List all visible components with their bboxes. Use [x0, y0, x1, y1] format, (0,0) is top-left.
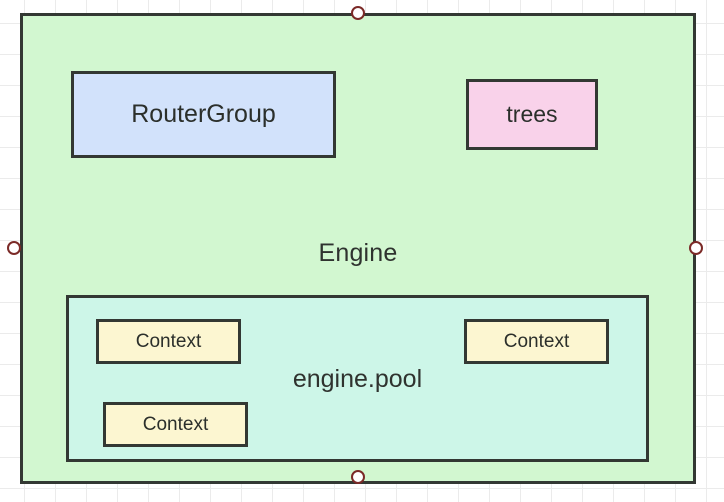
shape-context-label: Context	[503, 331, 570, 352]
shape-trees[interactable]: trees	[466, 79, 598, 150]
shape-routergroup[interactable]: RouterGroup	[71, 71, 336, 158]
shape-context-label: Context	[135, 331, 202, 352]
shape-routergroup-label: RouterGroup	[131, 100, 276, 128]
resize-handle-top[interactable]	[351, 6, 365, 20]
resize-handle-bottom[interactable]	[351, 470, 365, 484]
shape-engine-label: Engine	[318, 239, 398, 267]
resize-handle-right[interactable]	[689, 241, 703, 255]
shape-trees-label: trees	[506, 101, 558, 127]
shape-context[interactable]: Context	[103, 402, 248, 447]
resize-handle-left[interactable]	[7, 241, 21, 255]
shape-context[interactable]: Context	[464, 319, 609, 364]
shape-context[interactable]: Context	[96, 319, 241, 364]
shape-engine-pool-label: engine.pool	[292, 365, 423, 393]
shape-context-label: Context	[142, 414, 209, 435]
